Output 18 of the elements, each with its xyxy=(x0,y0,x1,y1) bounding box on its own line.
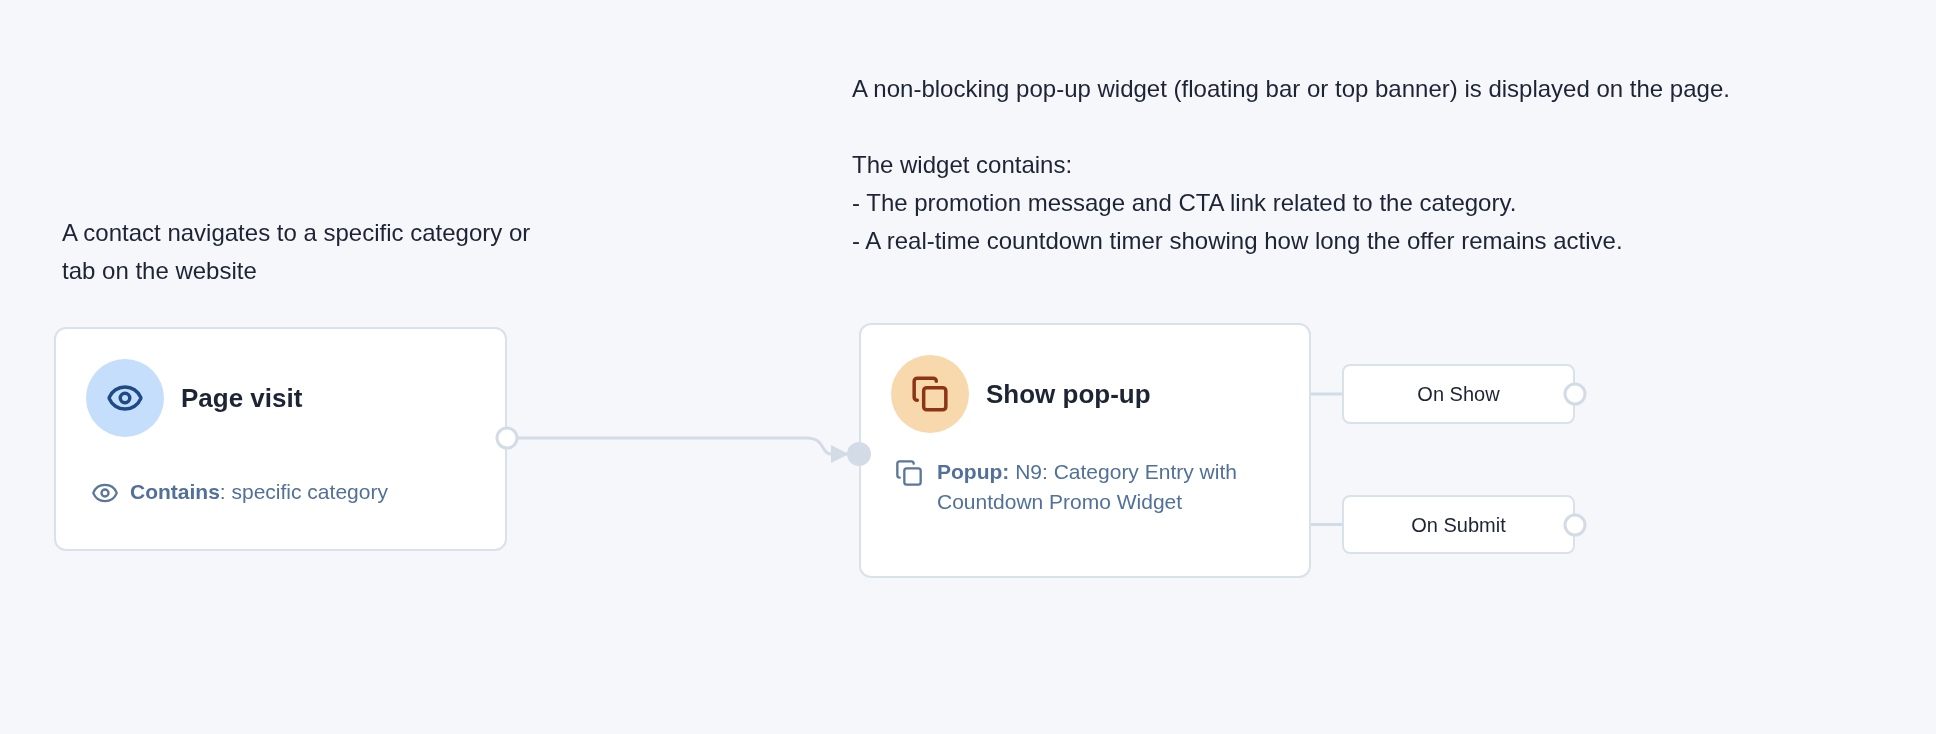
step-detail: Contains: specific category xyxy=(130,479,389,505)
annotation-text: - A real-time countdown timer showing how long the offer remains active. xyxy=(852,226,1624,256)
step-detail: Popup: N9: Category Entry with Countdown Promo Widget xyxy=(937,459,1238,515)
annotation-text: A non-blocking pop-up widget (floating bar or top banner) is displayed on the page. xyxy=(852,74,1731,104)
step-title: Page visit xyxy=(181,382,303,415)
branch-label: On Submit xyxy=(1411,512,1506,538)
annotation-text: A contact navigates to a specific category or tab on the website xyxy=(62,218,532,286)
step-title: Show pop-up xyxy=(986,378,1151,411)
arrow xyxy=(517,436,849,463)
annotation-text: The widget contains: xyxy=(852,150,1074,180)
branch-label: On Show xyxy=(1417,382,1500,407)
branch-box xyxy=(1342,495,1575,554)
connector-line xyxy=(1311,523,1342,526)
step-card xyxy=(54,327,507,551)
connector-line xyxy=(1311,392,1342,396)
step-card xyxy=(859,323,1311,578)
branch-box xyxy=(1342,364,1575,424)
annotation-text: - The promotion message and CTA link related to the category. xyxy=(852,188,1518,218)
